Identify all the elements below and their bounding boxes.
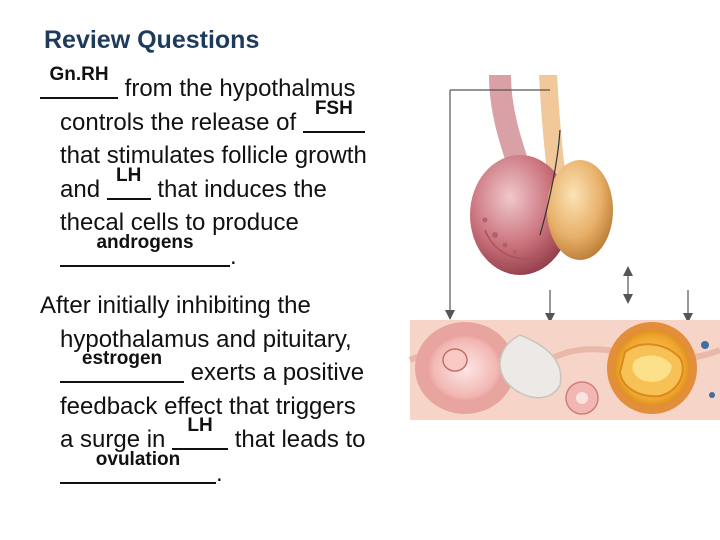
q1-line-1: Gn.RH from the hypothalmus (40, 65, 440, 106)
q1-text: that stimulates follicle growth (60, 142, 367, 169)
q1-line-6: androgens. (40, 233, 440, 274)
q2-text: exerts a positive (190, 359, 365, 386)
q1-text: . (230, 242, 237, 270)
q2-line-5: a surge in LH that leads to (40, 416, 440, 457)
q2-text: a surge in (60, 426, 166, 453)
hypothalamus-pituitary-ovary-illustration (408, 75, 720, 420)
q1-text: from the hypothalmus (124, 75, 356, 102)
q2-line-2: hypothalamus and pituitary, (40, 323, 440, 357)
q2-text: feedback effect that triggers (60, 392, 356, 420)
q1-line-2: controls the release of FSH (40, 99, 440, 140)
blank-lh-2: LH (172, 416, 229, 450)
q2-line-1: After initially inhibiting the (40, 289, 440, 323)
q1-text: that induces the (157, 175, 327, 203)
answer-lh-2: LH (187, 415, 213, 436)
question-2: After initially inhibiting the hypothala… (40, 289, 440, 490)
answer-fsh: FSH (314, 97, 353, 119)
blank-gnrh: Gn.RH (40, 65, 118, 99)
q1-text: thecal cells to produce (60, 209, 299, 236)
page-title: Review Questions (44, 26, 260, 54)
blank-fsh: FSH (302, 99, 365, 133)
q1-line-4: and LH that induces the (40, 166, 440, 207)
q2-line-3: estrogen exerts a positive (40, 349, 440, 390)
q2-text: After initially inhibiting the (40, 292, 311, 319)
answer-gnrh: Gn.RH (49, 64, 109, 85)
blank-estrogen: estrogen (60, 349, 184, 383)
q2-line-6: ovulation. (40, 450, 440, 491)
q1-line-5: thecal cells to produce (40, 206, 440, 240)
blank-ovulation: ovulation (60, 450, 216, 484)
q1-line-3: that stimulates follicle growth (40, 139, 440, 173)
answer-androgens: androgens (96, 231, 194, 253)
q1-text: controls the release of (60, 108, 297, 136)
q2-text: . (216, 459, 223, 487)
q2-text: that leads to (234, 426, 366, 453)
answer-estrogen: estrogen (81, 348, 163, 369)
answer-ovulation: ovulation (95, 448, 181, 470)
q2-text: hypothalamus and pituitary, (60, 325, 352, 353)
q1-text: and (60, 175, 101, 203)
blank-lh: LH (106, 166, 151, 200)
question-1: Gn.RH from the hypothalmus controls the … (40, 65, 440, 274)
answer-lh: LH (116, 164, 142, 186)
blank-androgens: androgens (60, 233, 230, 267)
q2-line-4: feedback effect that triggers (40, 390, 440, 424)
